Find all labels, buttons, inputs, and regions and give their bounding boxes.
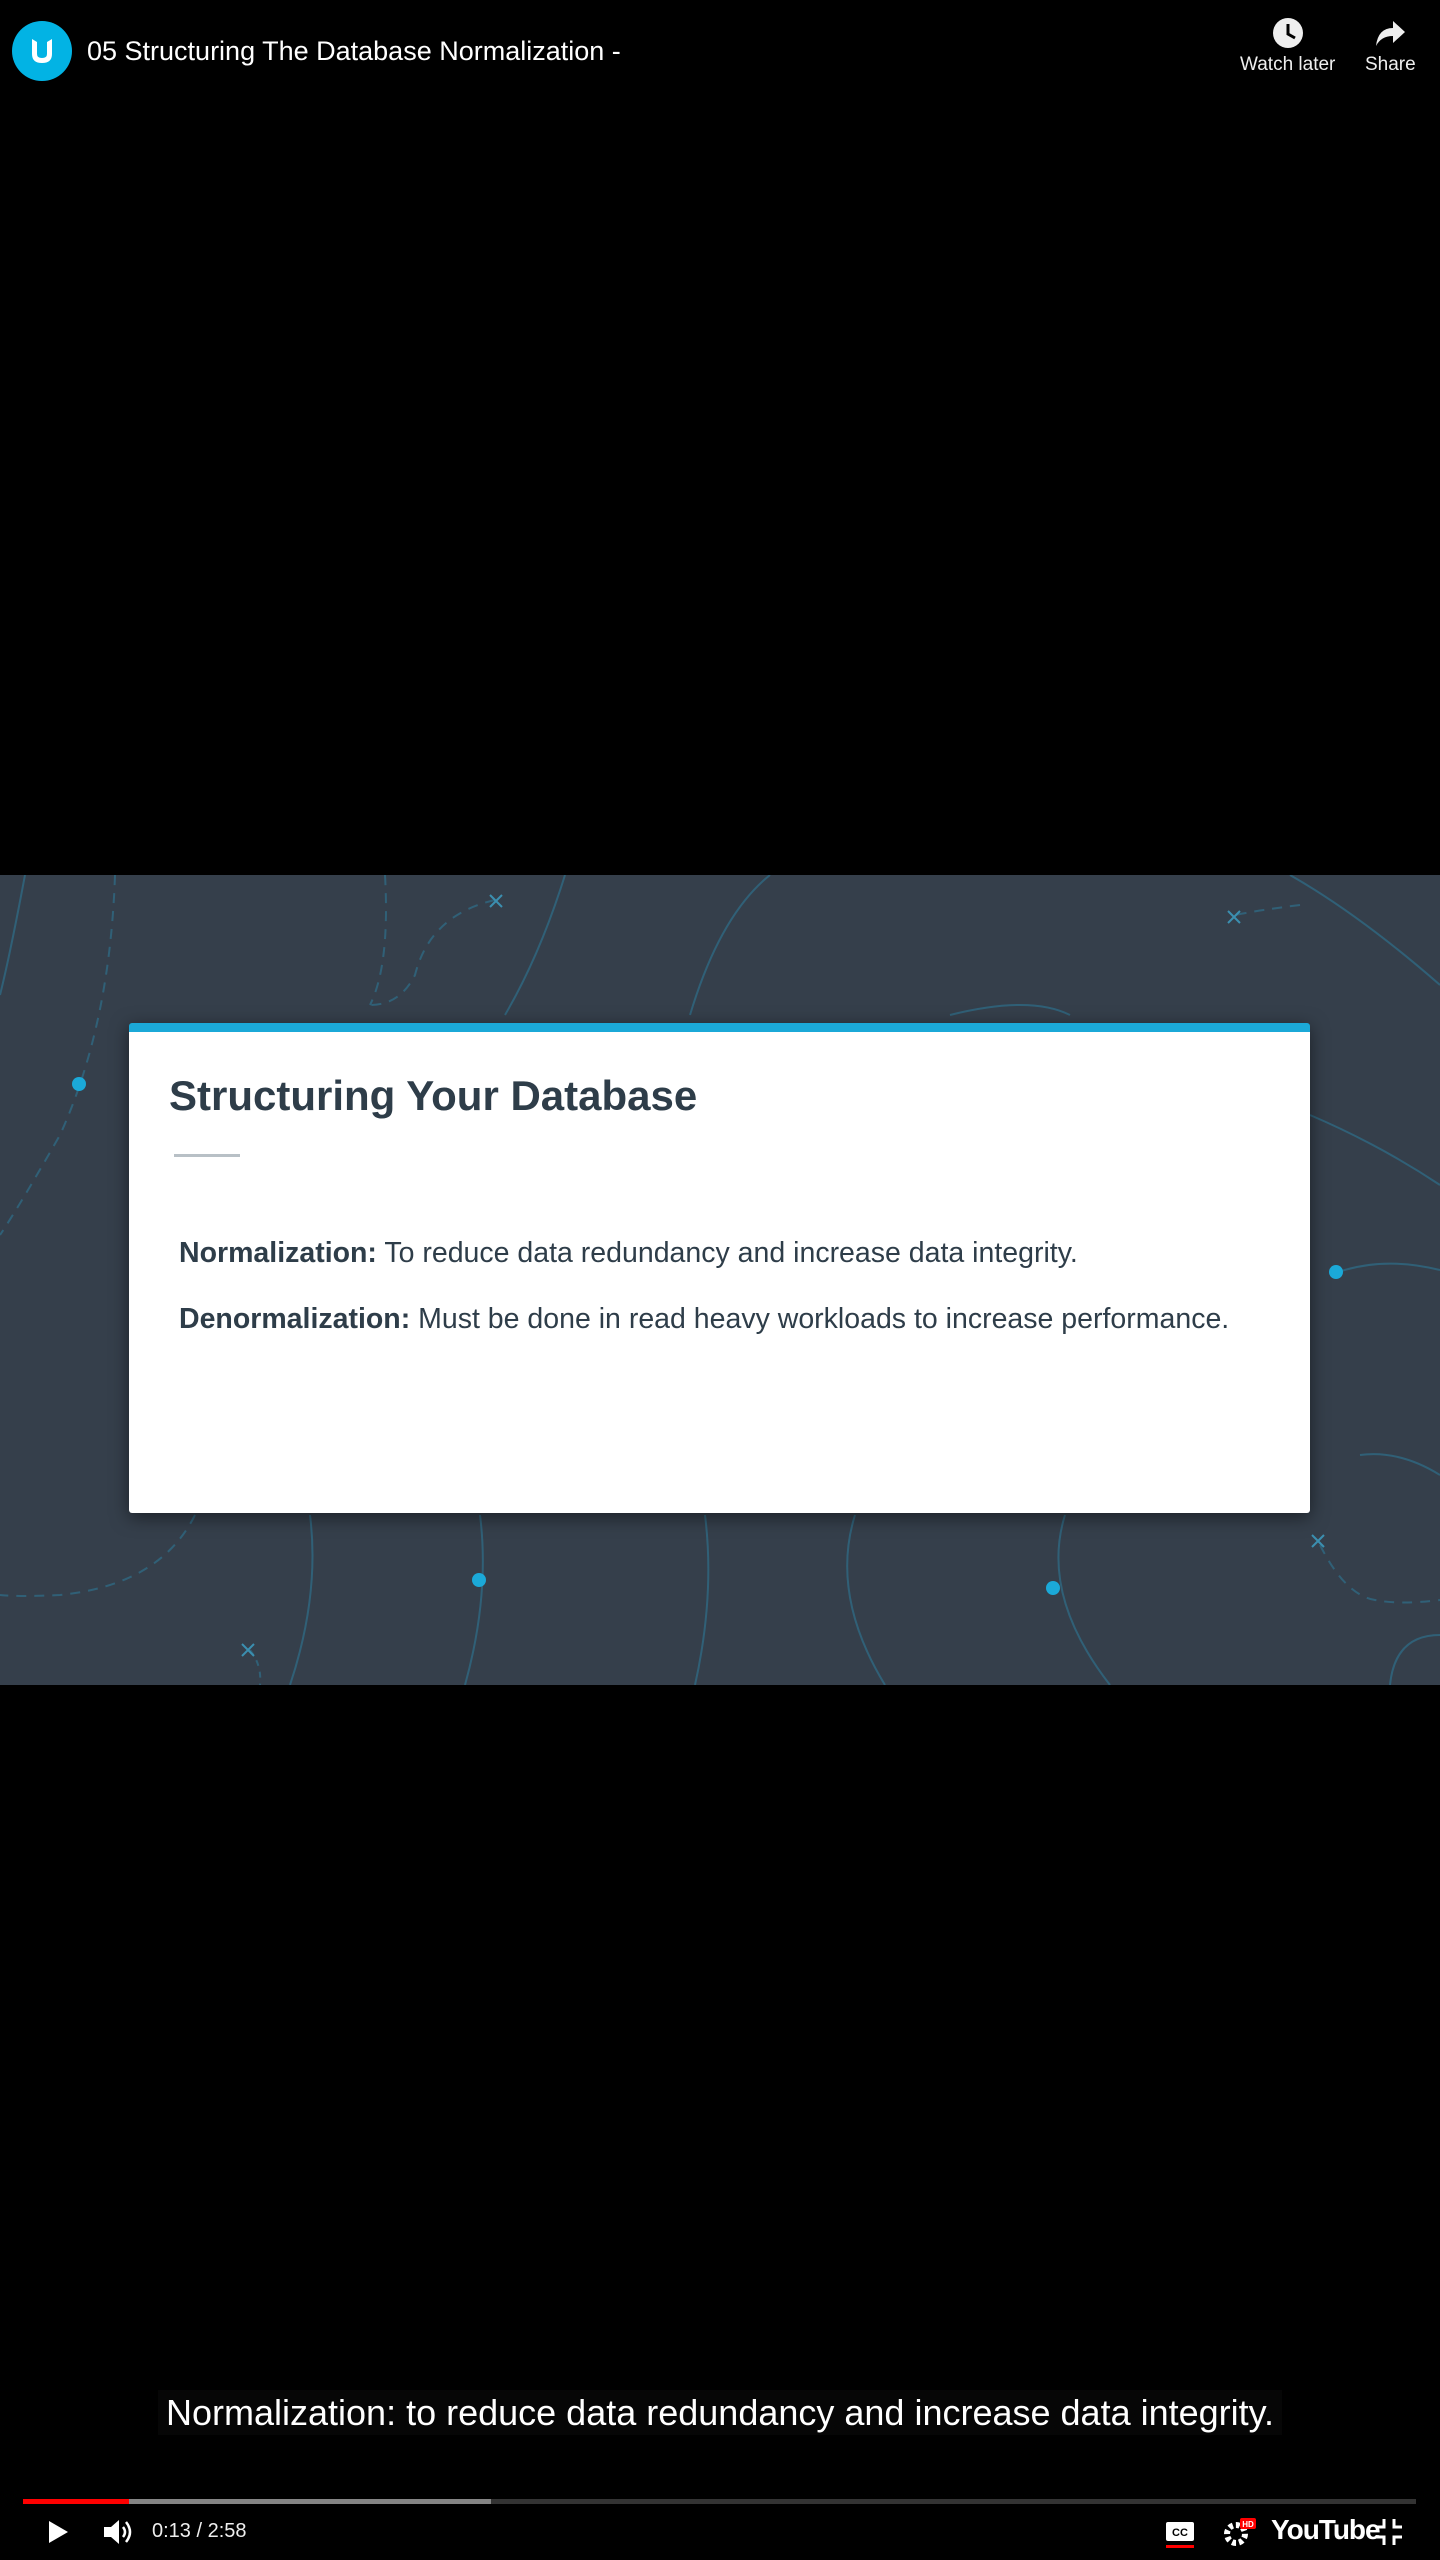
svg-text:CC: CC [1172,2527,1188,2539]
slide-item-denormalization: Denormalization: Must be done in read he… [179,1302,1239,1336]
clock-icon [1272,18,1303,48]
channel-logo[interactable] [12,21,72,81]
play-icon [49,2521,68,2543]
watch-later-button[interactable]: Watch later [1240,16,1335,76]
caption-text: Normalization: to reduce data redundancy… [158,2390,1282,2435]
caption-overlay: Normalization: to reduce data redundancy… [0,2390,1440,2435]
share-button[interactable]: Share [1365,16,1416,76]
slide-item-term: Denormalization: [179,1303,411,1335]
closed-captions-icon: CC [1166,2522,1194,2548]
title-divider [174,1154,240,1157]
volume-button[interactable] [100,2514,136,2550]
slide-background-pattern [0,875,1440,1685]
time-display: 0:13 / 2:58 [152,2520,247,2542]
share-label: Share [1365,54,1416,75]
hd-badge: HD [1242,2520,1254,2529]
captions-button[interactable]: CC [1163,2514,1197,2550]
slide-item-term: Normalization: [179,1237,377,1269]
video-title[interactable]: 05 Structuring The Database Normalizatio… [87,36,621,66]
play-button[interactable] [40,2514,74,2550]
udacity-logo-icon [32,39,52,63]
share-arrow-icon [1376,21,1406,46]
watch-later-label: Watch later [1240,54,1336,75]
slide-item-normalization: Normalization: To reduce data redundancy… [179,1236,1239,1270]
video-frame-slide[interactable]: Structuring Your Database Normalization:… [0,875,1440,1685]
exit-fullscreen-icon [1376,2519,1402,2545]
progress-bar[interactable] [23,2499,1416,2504]
slide-card: Structuring Your Database Normalization:… [129,1023,1310,1513]
youtube-logo[interactable]: YouTube [1271,2514,1381,2545]
slide-item-text: Must be done in read heavy workloads to … [410,1303,1230,1335]
progress-buffered [23,2499,492,2504]
slide-title: Structuring Your Database [169,1072,698,1119]
gear-icon: HD [1224,2518,1256,2546]
settings-button[interactable]: HD [1220,2514,1258,2550]
slide-item-text: To reduce data redundancy and increase d… [376,1237,1078,1269]
exit-fullscreen-button[interactable] [1372,2514,1406,2550]
top-bar: 05 Structuring The Database Normalizatio… [0,0,1440,110]
progress-played [23,2499,129,2504]
volume-icon [104,2520,132,2544]
